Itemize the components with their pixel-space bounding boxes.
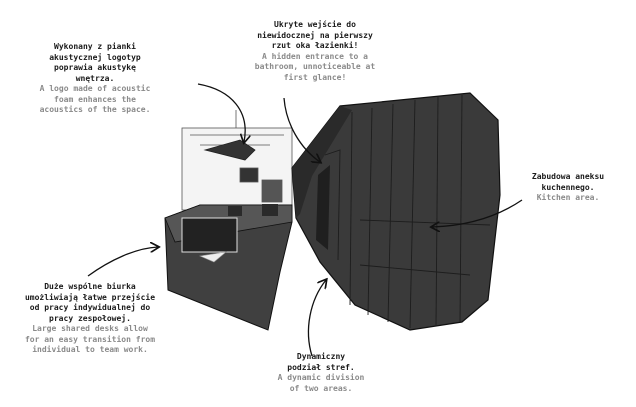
logo-en-line3: acoustics of the space. — [39, 105, 151, 114]
arrow-kitchen — [432, 199, 523, 227]
arrow-desks — [87, 247, 158, 277]
annotation-entrance: Ukryte wejście do niewidocznej na pierws… — [240, 20, 390, 83]
entrance-pl-line3: rzut oka łazienki! — [271, 41, 359, 50]
desks-pl-line4: pracy zespołowej. — [49, 313, 131, 323]
logo-pl-line3: poprawia akustykę — [54, 63, 136, 72]
annotation-kitchen: Zabudowa aneksu kuchennego. Kitchen area… — [512, 172, 624, 204]
annotation-logo: Wykonany z pianki akustycznej logotyp po… — [6, 42, 184, 116]
kitchen-pl-line1: Zabudowa aneksu — [531, 172, 605, 181]
entrance-pl-line1: Ukryte wejście do — [274, 20, 356, 29]
logo-en-line1: A logo made of acoustic — [39, 84, 151, 93]
entrance-pl-line2: niewidocznej na pierwszy — [257, 30, 373, 40]
shared-desks — [164, 204, 293, 331]
annotation-division: Dynamiczny podział stref. A dynamic divi… — [262, 352, 380, 394]
logo-en-line2: foam enhances the — [54, 94, 136, 104]
desks-en-line1: Large shared desks allow — [32, 324, 148, 333]
arrow-entrance — [283, 97, 320, 162]
kitchen-en-line1: Kitchen area. — [536, 193, 600, 202]
arrow-division — [307, 280, 326, 357]
desk-monitor — [181, 217, 238, 253]
desks-pl-line2: umożliwiają łatwe przejście — [24, 292, 156, 302]
division-en-line2: of two areas. — [289, 383, 353, 393]
division-en-line1: A dynamic division — [277, 373, 365, 382]
entrance-en-line3: first glance! — [283, 72, 347, 82]
entrance-en-line1: A hidden entrance to a — [262, 51, 368, 61]
logo-pl-line1: Wykonany z pianki — [54, 42, 136, 51]
logo-pl-line2: akustycznej logotyp — [49, 52, 141, 62]
division-pl-line1: Dynamiczny — [296, 352, 346, 361]
background-office — [181, 110, 293, 211]
desks-pl-line1: Duże wspólne biurka — [44, 282, 136, 291]
division-pl-line2: podział stref. — [287, 362, 355, 372]
desks-pl-line3: od pracy indywidualnej do — [29, 303, 151, 312]
annotation-desks: Duże wspólne biurka umożliwiają łatwe pr… — [4, 282, 176, 356]
kitchen-pl-line2: kuchennego. — [541, 182, 595, 192]
entrance-en-line2: bathroom, unnoticeable at — [254, 62, 376, 71]
wall-volume — [291, 92, 501, 331]
desks-en-line2: for an easy transition from — [24, 334, 156, 344]
logo-pl-line4: wnętrza. — [75, 73, 115, 83]
arrow-logo — [197, 83, 245, 142]
desks-en-line3: individual to team work. — [32, 345, 148, 354]
